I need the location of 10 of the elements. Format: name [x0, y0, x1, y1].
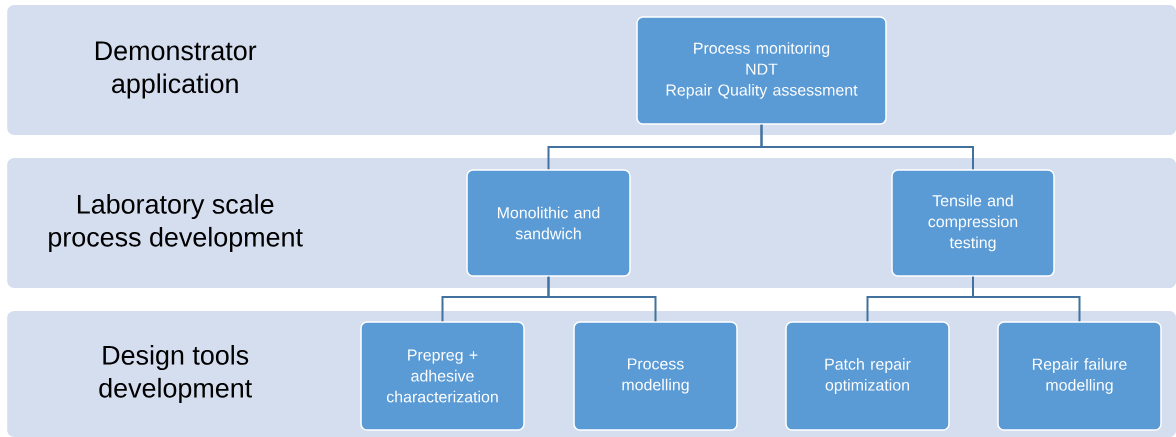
process-box: Tensile and compression testing	[891, 169, 1055, 277]
process-box: Monolithic and sandwich	[466, 169, 631, 277]
process-box: Repair failure modelling	[997, 321, 1162, 431]
process-box: Process modelling	[573, 321, 738, 431]
process-box: Prepreg + adhesive characterization	[360, 321, 525, 431]
process-box: Process monitoring NDT Repair Quality assessment	[636, 16, 887, 125]
connector	[760, 123, 974, 171]
connector	[972, 275, 1081, 323]
process-box: Patch repair optimization	[785, 321, 950, 431]
connector	[547, 275, 657, 323]
